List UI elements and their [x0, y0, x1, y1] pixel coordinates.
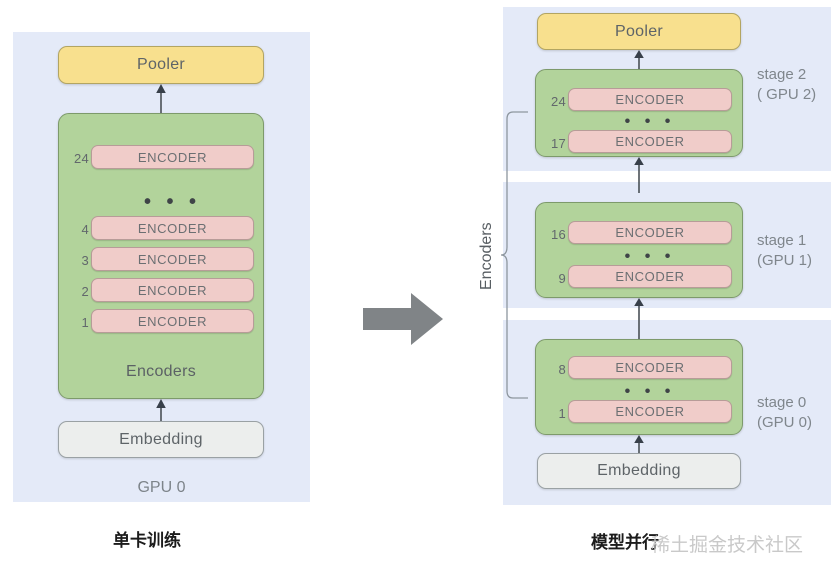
right-stage2-encoder-num-24: 24	[550, 94, 566, 109]
right-stage1-name: stage 1	[757, 232, 807, 249]
left-encoder-num-1: 1	[81, 315, 89, 330]
right-stage2-label: stage 2 ( GPU 2)	[757, 65, 816, 105]
right-stage1-encoder-row-16: ENCODER	[568, 221, 732, 244]
left-encoder-num-2: 2	[81, 284, 89, 299]
right-stage0-ellipsis: • • •	[624, 383, 676, 400]
left-encoder-num-3: 3	[81, 253, 89, 268]
right-stage2-encoder-row-17-label: ENCODER	[615, 134, 685, 149]
left-encoder-row-2-label: ENCODER	[137, 282, 208, 298]
right-stage0-encoder-row-1: ENCODER	[568, 400, 732, 423]
right-stage0-gpu: (GPU 0)	[757, 414, 813, 431]
right-stage1-gpu: (GPU 1)	[757, 252, 813, 269]
left-encoder-row-24-label: ENCODER	[137, 149, 208, 165]
left-arrow-encoders-to-pooler	[156, 84, 166, 113]
right-caption: 模型并行	[591, 533, 659, 553]
left-pooler-box: Pooler	[58, 46, 264, 84]
right-stage0-encoder-row-8-label: ENCODER	[615, 360, 685, 375]
right-stage1-label: stage 1 (GPU 1)	[757, 231, 812, 271]
encoders-brace-label: Encoders	[478, 222, 495, 290]
right-stage2-encoder-row-24: ENCODER	[568, 88, 732, 111]
transition-arrow-icon	[363, 293, 443, 345]
right-stage0-encoder-row-8: ENCODER	[568, 356, 732, 379]
left-encoder-row-2: ENCODER	[91, 278, 254, 302]
right-embedding-box: Embedding	[537, 453, 741, 489]
right-stage2-encoder-row-17: ENCODER	[568, 130, 732, 153]
left-encoder-row-1-label: ENCODER	[137, 313, 208, 329]
left-encoder-row-3: ENCODER	[91, 247, 254, 271]
watermark-text: 稀土掘金技术社区	[651, 534, 804, 556]
left-encoders-ellipsis: • • •	[143, 191, 202, 213]
left-arrow-embedding-to-encoders	[156, 399, 166, 422]
encoders-brace-icon	[500, 111, 528, 399]
left-encoder-row-3-label: ENCODER	[137, 251, 208, 267]
right-stage2-encoders-block: 24 ENCODER • • • 17 ENCODER	[535, 69, 743, 157]
left-encoder-num-24: 24	[73, 151, 89, 166]
right-stage0-label: stage 0 (GPU 0)	[757, 393, 812, 433]
right-stage1-ellipsis: • • •	[624, 248, 676, 265]
right-stage2-encoder-num-17: 17	[550, 136, 566, 151]
right-stage2-encoder-row-24-label: ENCODER	[615, 92, 685, 107]
right-stage2-ellipsis: • • •	[624, 113, 676, 130]
right-stage2-gpu: ( GPU 2)	[757, 86, 817, 103]
right-arrow-stage1-to-stage2	[634, 157, 644, 193]
right-stage0-name: stage 0	[757, 394, 807, 411]
right-stage1-encoder-row-16-label: ENCODER	[615, 225, 685, 240]
left-pooler-label: Pooler	[136, 56, 186, 73]
left-encoder-row-24: ENCODER	[91, 145, 254, 169]
right-stage0-encoders-block: 8 ENCODER • • • 1 ENCODER	[535, 339, 743, 435]
left-caption: 单卡训练	[113, 531, 181, 551]
right-stage0-encoder-row-1-label: ENCODER	[615, 404, 685, 419]
left-encoder-row-4-label: ENCODER	[137, 220, 208, 236]
left-encoders-block: 24 ENCODER • • • 4 ENCODER 3 ENCODER 2 E…	[58, 113, 264, 399]
left-embedding-label: Embedding	[119, 430, 203, 448]
right-pooler-box: Pooler	[537, 13, 741, 50]
right-stage1-encoders-block: 16 ENCODER • • • 9 ENCODER	[535, 202, 743, 298]
left-embedding-box: Embedding	[58, 421, 264, 458]
left-encoder-row-1: ENCODER	[91, 309, 254, 333]
right-stage1-encoder-num-16: 16	[550, 227, 566, 242]
left-encoder-num-4: 4	[81, 222, 89, 237]
left-gpu-label: GPU 0	[137, 479, 186, 496]
right-embedding-label: Embedding	[597, 462, 681, 479]
right-stage1-encoder-row-9-label: ENCODER	[615, 269, 685, 284]
right-arrow-stage0-to-stage1	[634, 298, 644, 340]
right-stage0-encoder-num-8: 8	[558, 362, 566, 377]
right-pooler-label: Pooler	[614, 22, 664, 40]
left-encoder-row-4: ENCODER	[91, 216, 254, 240]
right-stage0-encoder-num-1: 1	[558, 406, 566, 421]
left-encoders-caption: Encoders	[126, 363, 196, 380]
right-stage2-name: stage 2	[757, 66, 807, 83]
right-stage1-encoder-num-9: 9	[558, 271, 566, 286]
right-arrow-embedding-to-stage0	[634, 435, 644, 454]
right-stage1-encoder-row-9: ENCODER	[568, 265, 732, 288]
right-arrow-stage2-to-pooler	[634, 50, 644, 69]
